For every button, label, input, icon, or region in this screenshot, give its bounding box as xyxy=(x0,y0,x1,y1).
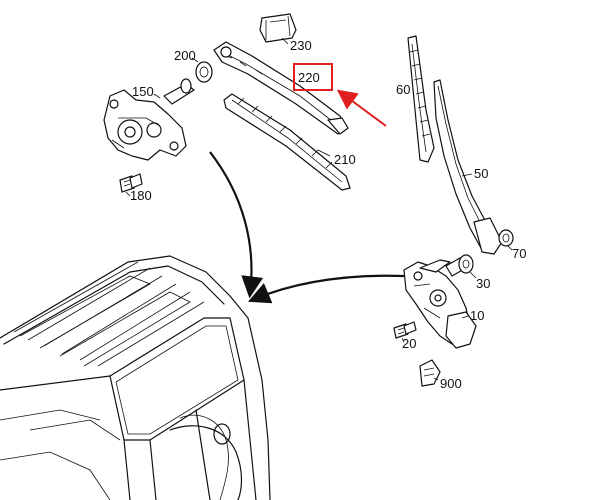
callout-180: 180 xyxy=(130,188,152,203)
leader-10 xyxy=(461,315,469,319)
assembly-arrow-right xyxy=(247,274,405,304)
part-150-motor-assembly xyxy=(103,78,195,161)
part-200-nut xyxy=(195,61,213,83)
part-60-blade xyxy=(407,35,435,163)
leader-20 xyxy=(401,337,405,343)
part-210-wiper-blade xyxy=(223,93,351,191)
assembly-arrow-left xyxy=(209,151,264,299)
part-900-connector xyxy=(419,359,441,387)
leader-200 xyxy=(191,57,199,63)
callout-50: 50 xyxy=(474,166,488,181)
vehicle-outline xyxy=(0,255,271,500)
callout-70: 70 xyxy=(512,246,526,261)
part-10-rear-motor xyxy=(403,259,477,349)
callout-150: 150 xyxy=(132,84,154,99)
callout-900: 900 xyxy=(440,376,462,391)
callout-20: 20 xyxy=(402,336,416,351)
leader-70 xyxy=(507,245,513,251)
part-180-bolt xyxy=(119,173,143,193)
highlight-arrow-220 xyxy=(336,89,387,127)
leader-30 xyxy=(469,271,477,279)
callout-30: 30 xyxy=(476,276,490,291)
callout-230: 230 xyxy=(290,38,312,53)
leader-150 xyxy=(153,93,161,99)
callout-210: 210 xyxy=(334,152,356,167)
part-50-arm xyxy=(433,79,503,255)
leader-230 xyxy=(281,37,289,45)
callout-10: 10 xyxy=(470,308,484,323)
highlight-box-220 xyxy=(293,63,333,91)
callout-200: 200 xyxy=(174,48,196,63)
leader-210 xyxy=(317,149,331,157)
leader-180 xyxy=(125,191,131,197)
callout-220: 220 xyxy=(298,70,320,85)
part-220-wiper-arm xyxy=(213,41,349,135)
part-30-spindle xyxy=(445,254,474,277)
leader-900 xyxy=(433,377,439,381)
part-20-bolt xyxy=(393,321,417,339)
leader-50 xyxy=(461,173,473,177)
part-70-nut xyxy=(498,229,514,247)
callout-60: 60 xyxy=(396,82,410,97)
part-230-cap xyxy=(259,13,297,43)
